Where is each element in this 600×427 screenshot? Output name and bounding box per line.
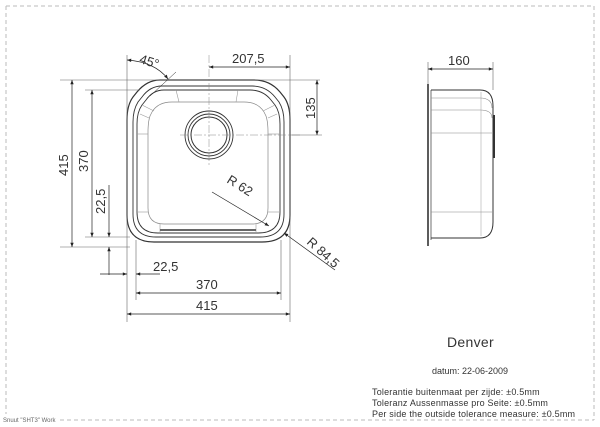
dim-drain-offset-y: 135 xyxy=(303,97,318,119)
tolerance-nl: Tolerantie buitenmaat per zijde: ±0.5mm xyxy=(372,387,540,397)
dim-flange-horizontal: 22,5 xyxy=(153,259,178,274)
dim-outer-height: 415 xyxy=(56,154,71,176)
product-name: Denver xyxy=(447,334,494,350)
tolerance-de: Toleranz Aussenmasse pro Seite: ±0.5mm xyxy=(372,398,549,408)
dim-inner-height: 370 xyxy=(76,150,91,172)
drain-outlet xyxy=(180,55,300,165)
datum-label: datum: 22-06-2009 xyxy=(432,366,509,376)
tolerance-en: Per side the outside tolerance measure: … xyxy=(372,409,576,419)
sheet-border xyxy=(5,5,595,421)
dim-angle: 45° xyxy=(138,51,161,71)
dim-depth: 160 xyxy=(448,53,470,68)
dim-drain-offset-x: 207,5 xyxy=(232,51,265,66)
dim-inner-width: 370 xyxy=(196,277,218,292)
sink-top-view xyxy=(126,79,291,243)
dim-flange-vertical: 22,5 xyxy=(93,189,108,214)
sink-side-view xyxy=(427,62,495,246)
sheet-footer-label: Snuut "SHT3" Work xyxy=(3,418,56,424)
dim-outer-width: 415 xyxy=(196,298,218,313)
dim-outer-radius: R 84,5 xyxy=(304,234,343,271)
dim-inner-radius: R 62 xyxy=(224,172,255,199)
dimension-lines xyxy=(70,58,336,316)
